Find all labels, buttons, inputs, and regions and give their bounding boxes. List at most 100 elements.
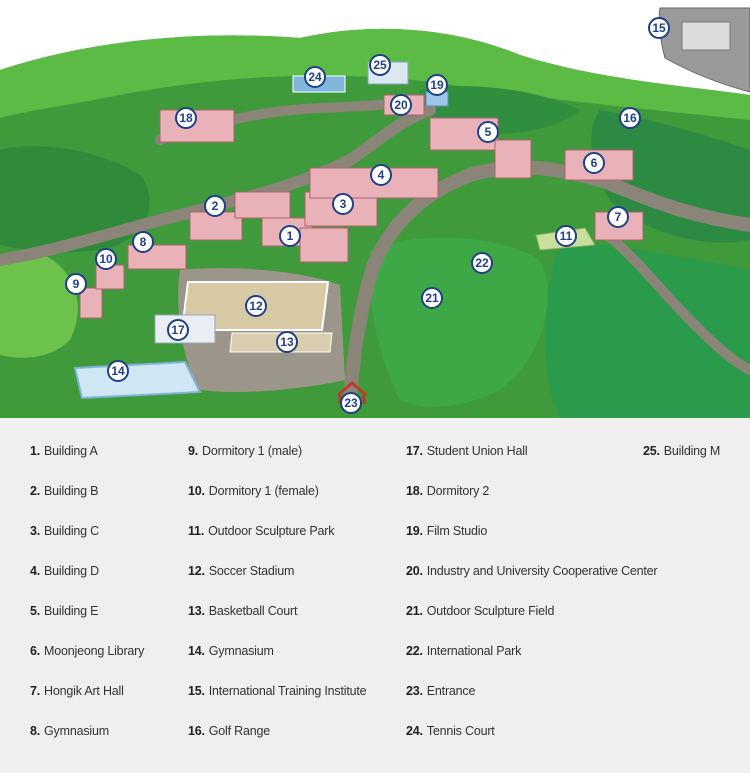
- map-marker-2[interactable]: 2: [204, 195, 226, 217]
- forest-center: [369, 237, 548, 407]
- legend-item-number: 24.: [406, 724, 423, 738]
- map-marker-10[interactable]: 10: [95, 248, 117, 270]
- map-marker-14[interactable]: 14: [107, 360, 129, 382]
- legend-item-number: 22.: [406, 644, 423, 658]
- forest-east: [545, 240, 750, 418]
- building-e-wing-shape: [494, 139, 532, 179]
- legend-item-name: Industry and University Cooperative Cent…: [426, 564, 658, 578]
- legend-item-name: Building C: [44, 524, 100, 538]
- legend-item-number: 15.: [188, 684, 205, 698]
- legend-item: 6.Moonjeong Library: [30, 644, 144, 684]
- legend-item-name: Outdoor Sculpture Field: [426, 604, 555, 618]
- legend-item-name: Entrance: [426, 684, 476, 698]
- map-marker-7[interactable]: 7: [607, 206, 629, 228]
- legend-column-4: 25.Building M: [643, 444, 720, 484]
- legend-item-number: 21.: [406, 604, 423, 618]
- legend-item-name: Dormitory 2: [426, 484, 490, 498]
- legend-item-name: Student Union Hall: [426, 444, 528, 458]
- map-marker-13[interactable]: 13: [276, 331, 298, 353]
- map-marker-22[interactable]: 22: [471, 252, 493, 274]
- map-marker-8[interactable]: 8: [132, 231, 154, 253]
- legend-item-name: Gymnasium: [208, 644, 274, 658]
- legend-item-name: Moonjeong Library: [44, 644, 145, 658]
- legend-item-name: Building A: [44, 444, 98, 458]
- legend-item-number: 3.: [30, 524, 41, 538]
- legend-item-number: 5.: [30, 604, 41, 618]
- forest-right: [591, 110, 750, 243]
- legend-item: 7.Hongik Art Hall: [30, 684, 144, 724]
- road-east: [595, 225, 750, 375]
- legend-item-name: Film Studio: [426, 524, 488, 538]
- dormitory-2-shape: [159, 109, 235, 143]
- legend-item-name: Building M: [663, 444, 721, 458]
- map-marker-3[interactable]: 3: [332, 193, 354, 215]
- legend-item: 2.Building B: [30, 484, 144, 524]
- legend-item: 16.Golf Range: [188, 724, 366, 764]
- legend-item-name: Building D: [44, 564, 100, 578]
- legend-item: 22.International Park: [406, 644, 657, 684]
- legend-item-name: Dormitory 1 (male): [202, 444, 302, 458]
- legend-item-number: 1.: [30, 444, 41, 458]
- legend-item-name: International Training Institute: [208, 684, 367, 698]
- map-marker-23[interactable]: 23: [340, 392, 362, 414]
- legend-item: 5.Building E: [30, 604, 144, 644]
- legend-item-number: 14.: [188, 644, 205, 658]
- legend-item-number: 23.: [406, 684, 423, 698]
- library-shape: [564, 149, 634, 181]
- legend-item-number: 19.: [406, 524, 423, 538]
- legend-item: 14.Gymnasium: [188, 644, 366, 684]
- legend-item-number: 18.: [406, 484, 423, 498]
- map-marker-17[interactable]: 17: [167, 319, 189, 341]
- legend-item-number: 11.: [188, 524, 205, 538]
- legend-item: 15.International Training Institute: [188, 684, 367, 724]
- legend-item-number: 13.: [188, 604, 205, 618]
- map-marker-18[interactable]: 18: [175, 107, 197, 129]
- legend-item-number: 17.: [406, 444, 423, 458]
- legend-item-name: Building B: [44, 484, 99, 498]
- legend-item-name: Soccer Stadium: [208, 564, 295, 578]
- map-marker-21[interactable]: 21: [421, 287, 443, 309]
- map-marker-12[interactable]: 12: [245, 295, 267, 317]
- legend-item: 13.Basketball Court: [188, 604, 366, 644]
- legend-item: 19.Film Studio: [406, 524, 657, 564]
- legend-item-name: Tennis Court: [426, 724, 495, 738]
- legend-item: 9.Dormitory 1 (male): [188, 444, 366, 484]
- legend-item-number: 6.: [30, 644, 41, 658]
- map-marker-9[interactable]: 9: [65, 273, 87, 295]
- map-marker-4[interactable]: 4: [370, 164, 392, 186]
- road-main: [343, 160, 750, 412]
- legend-item-number: 20.: [406, 564, 423, 578]
- meadow-west: [0, 250, 78, 358]
- legend-item: 18.Dormitory 2: [406, 484, 657, 524]
- legend-item-name: Golf Range: [208, 724, 271, 738]
- legend-item: 10.Dormitory 1 (female): [188, 484, 366, 524]
- legend-item: 23.Entrance: [406, 684, 657, 724]
- legend-item: 25.Building M: [643, 444, 720, 484]
- legend-item: 20.Industry and University Cooperative C…: [406, 564, 658, 604]
- building-a-wing-shape: [299, 227, 349, 263]
- map-marker-24[interactable]: 24: [304, 66, 326, 88]
- map-marker-25[interactable]: 25: [369, 54, 391, 76]
- map-marker-1[interactable]: 1: [279, 225, 301, 247]
- gymnasium-pool: [73, 360, 202, 400]
- map-marker-6[interactable]: 6: [583, 152, 605, 174]
- legend-item-number: 7.: [30, 684, 41, 698]
- legend-item-name: International Park: [426, 644, 522, 658]
- map-marker-5[interactable]: 5: [477, 121, 499, 143]
- legend-item-name: Outdoor Sculpture Park: [208, 524, 335, 538]
- legend-item: 17.Student Union Hall: [406, 444, 657, 484]
- legend-item: 12.Soccer Stadium: [188, 564, 366, 604]
- legend-item: 8.Gymnasium: [30, 724, 144, 764]
- map-marker-11[interactable]: 11: [555, 225, 577, 247]
- legend-item: 4.Building D: [30, 564, 144, 604]
- map-marker-15[interactable]: 15: [648, 17, 670, 39]
- legend-item-name: Gymnasium: [44, 724, 109, 738]
- inset-photo-building: [681, 21, 731, 51]
- map-marker-20[interactable]: 20: [390, 94, 412, 116]
- map-marker-19[interactable]: 19: [426, 74, 448, 96]
- legend-item-name: Dormitory 1 (female): [208, 484, 319, 498]
- legend-item: 1.Building A: [30, 444, 144, 484]
- map-marker-16[interactable]: 16: [619, 107, 641, 129]
